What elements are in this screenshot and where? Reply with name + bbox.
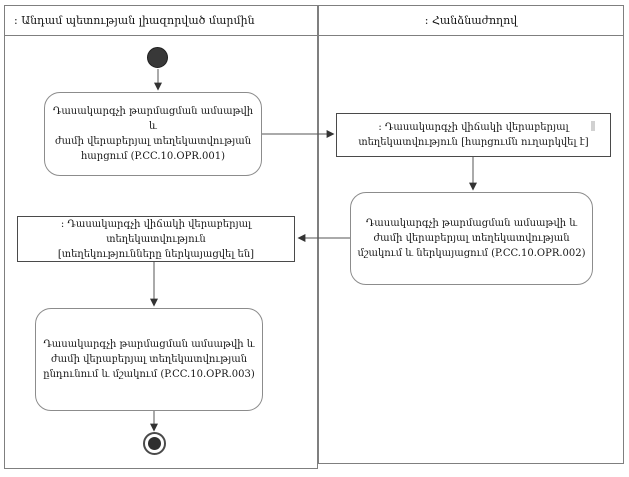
action-node-opr-001: Դասակարգչի թարմացման ամսաթվի և ժամի վերա… <box>44 92 262 176</box>
lane-title-text: : Անդամ պետության լիազորված մարմին <box>14 14 255 27</box>
object-node-label: : Դասակարգչի վիճակի վերաբերյալ տեղեկատվո… <box>57 218 255 260</box>
action-node-opr-003: Դասակարգչի թարմացման ամսաթվի և ժամի վերա… <box>35 308 263 411</box>
object-node-request-sent: : Դասակարգչի վիճակի վերաբերյալ տեղեկատվո… <box>336 113 611 157</box>
action-node-label: Դասակարգչի թարմացման ամսաթվի և ժամի վերա… <box>52 106 254 162</box>
action-node-opr-002: Դասակարգչի թարմացման ամսաթվի և ժամի վերա… <box>350 192 593 285</box>
swimlane-authorized-body-title: : Անդամ պետության լիազորված մարմին <box>5 6 317 36</box>
object-node-label: : Դասակարգչի վիճակի վերաբերյալ տեղեկատվո… <box>358 122 589 148</box>
action-node-label: Դասակարգչի թարմացման ամսաթվի և ժամի վերա… <box>357 218 586 259</box>
lane-title-text: : Հանձնաժողով <box>424 14 518 27</box>
final-node <box>143 432 166 455</box>
faint-corner-mark <box>591 121 595 131</box>
action-node-label: Դասակարգչի թարմացման ամսաթվի և ժամի վերա… <box>43 339 255 380</box>
initial-node <box>147 47 168 68</box>
object-node-information-presented: : Դասակարգչի վիճակի վերաբերյալ տեղեկատվո… <box>17 216 295 262</box>
swimlane-commission-title: : Հանձնաժողով <box>319 6 623 36</box>
final-node-core <box>148 437 161 450</box>
